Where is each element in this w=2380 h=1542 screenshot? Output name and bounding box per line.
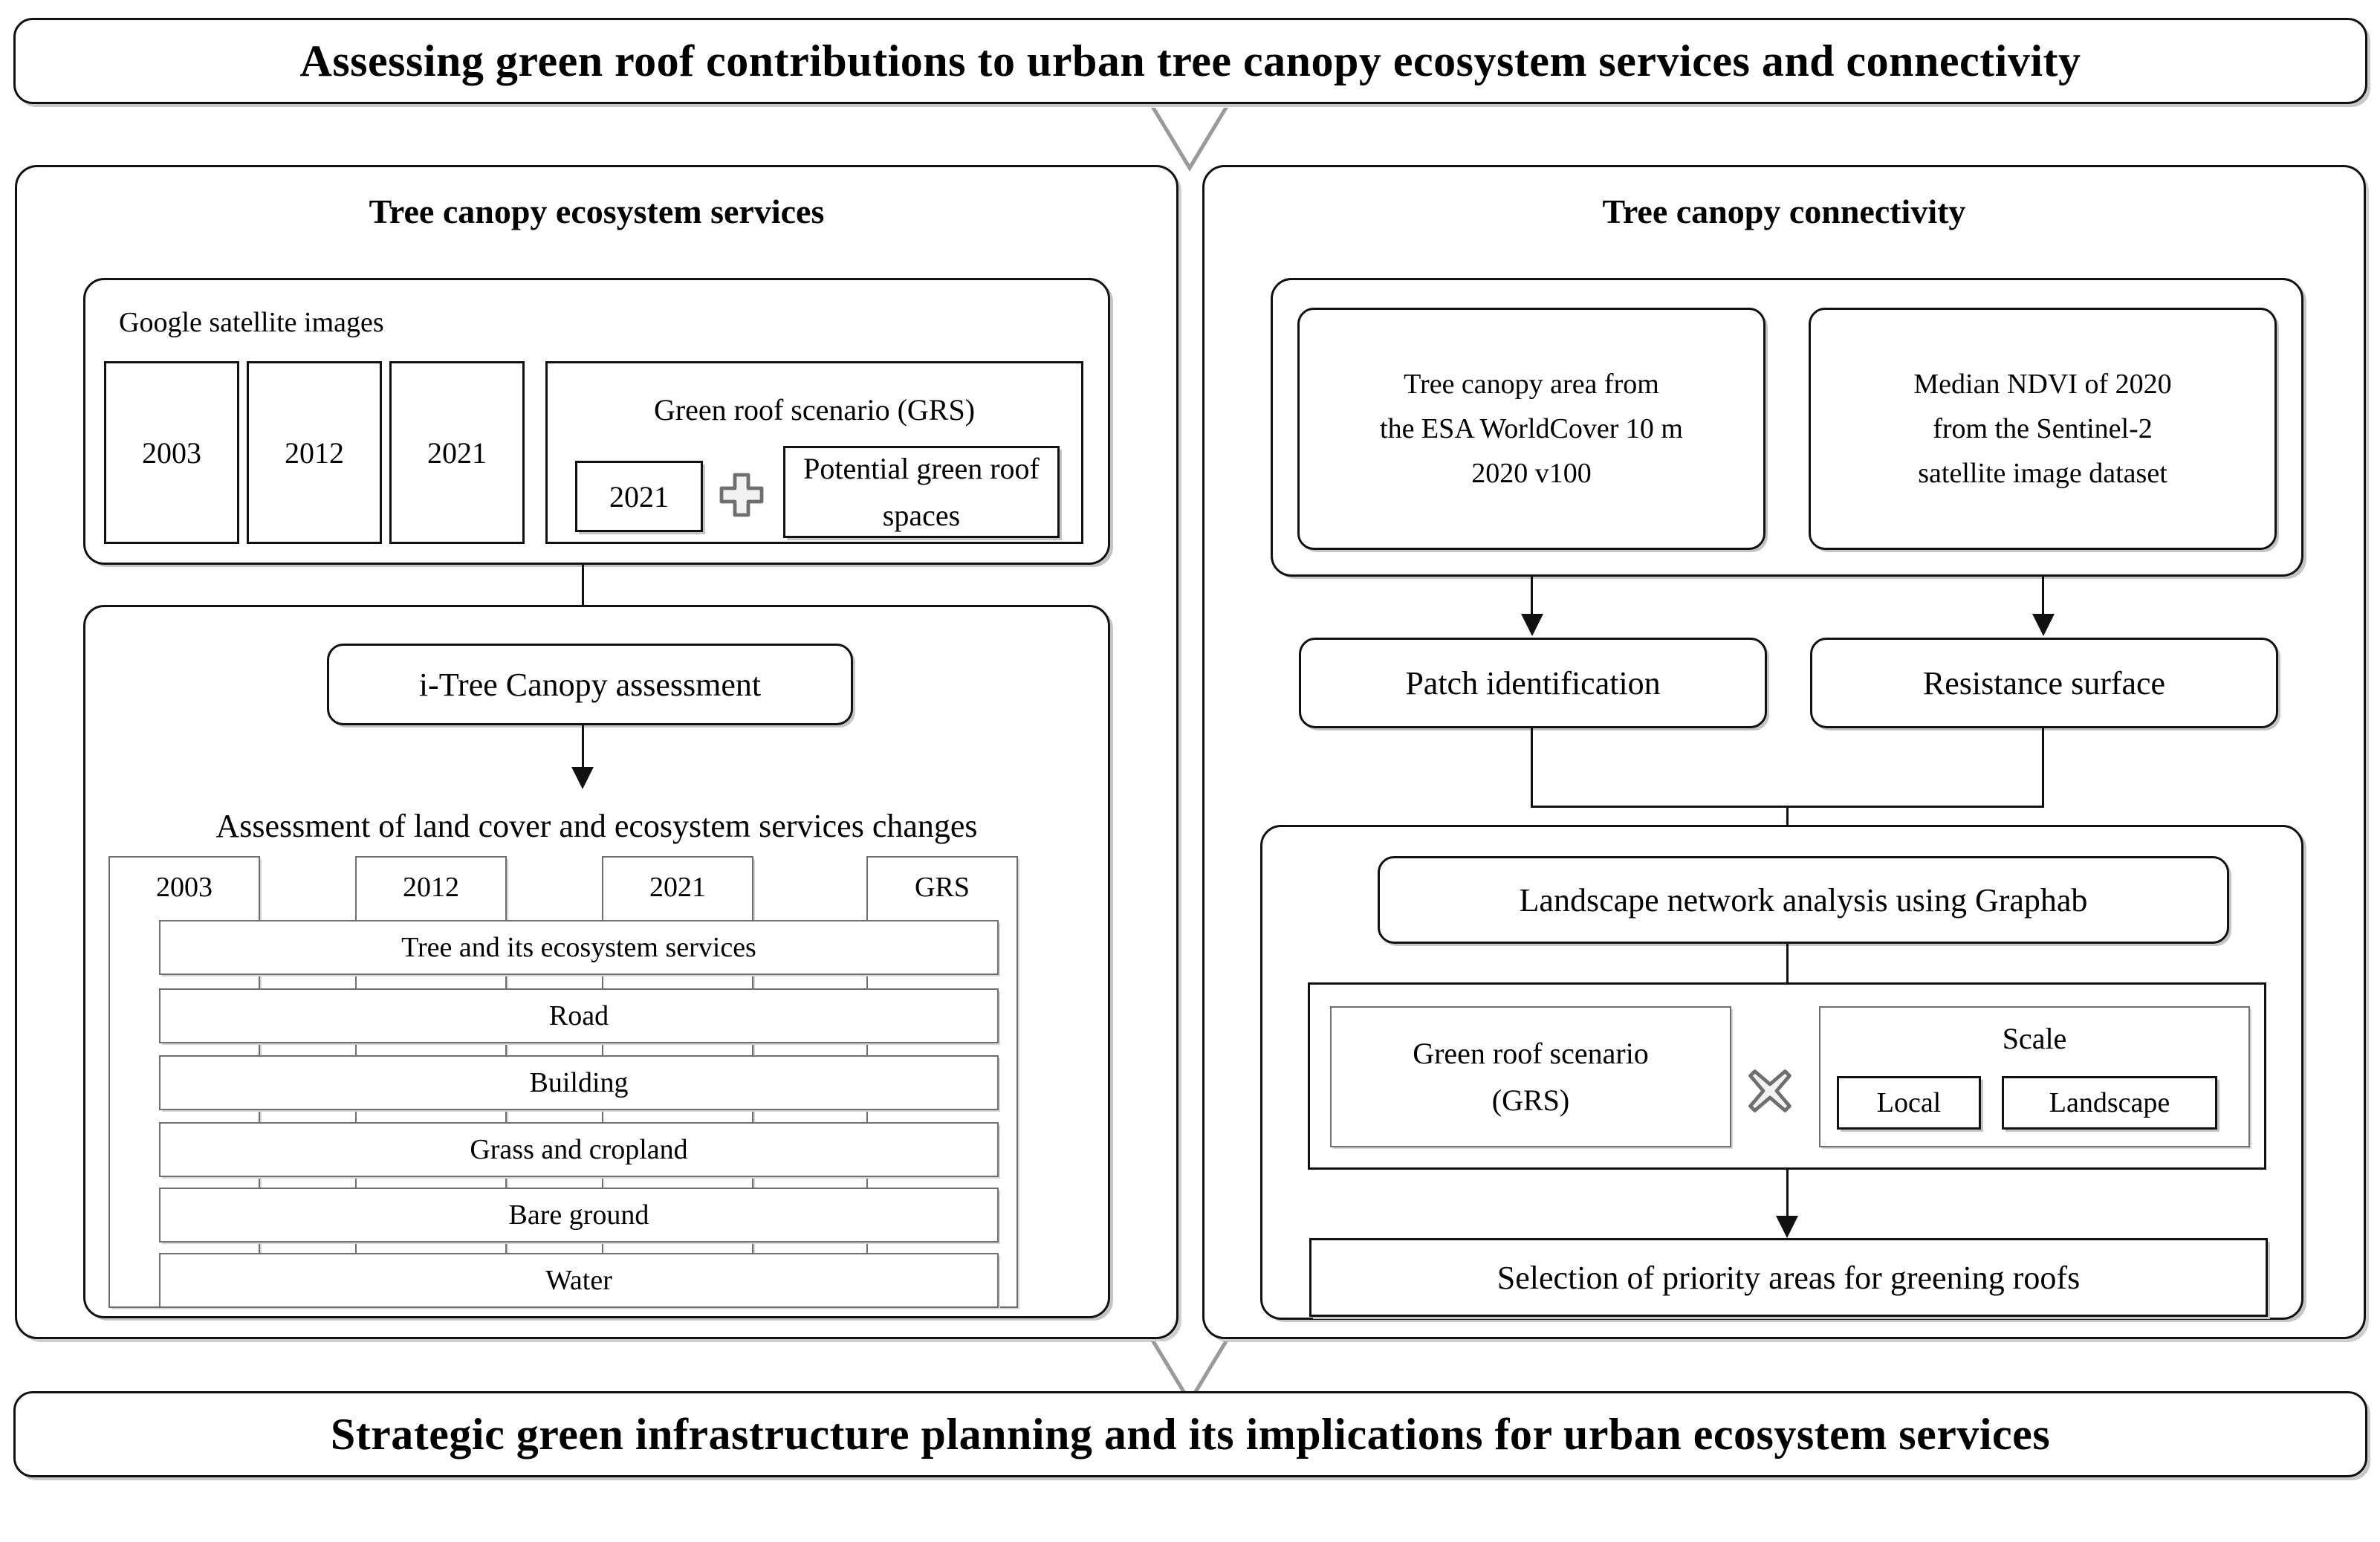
grs-scenario-box[interactable]: Green roof scenario (GRS) xyxy=(1330,1006,1731,1147)
scale-group-label: Scale xyxy=(2002,1022,2067,1055)
source-box-worldcover[interactable]: Tree canopy area from the ESA WorldCover… xyxy=(1297,308,1765,550)
table-row-road[interactable]: Road xyxy=(159,988,999,1043)
table-row-building[interactable]: Building xyxy=(159,1055,999,1110)
scale-option-landscape[interactable]: Landscape xyxy=(2002,1076,2217,1130)
connector-graphab-to-scenario xyxy=(1786,944,1789,985)
top-banner-title: Assessing green roof contributions to ur… xyxy=(299,36,2081,85)
connector-worldcover-to-patch xyxy=(1531,577,1533,615)
bottom-banner-title: Strategic green infrastructure planning … xyxy=(330,1409,2051,1459)
year-box-2012[interactable]: 2012 xyxy=(247,361,382,544)
output-box-priority-areas[interactable]: Selection of priority areas for greening… xyxy=(1309,1238,2268,1317)
connector-patch-down xyxy=(1531,728,1533,806)
arrow-worldcover-to-patch xyxy=(1521,614,1543,636)
connector-data-to-itree xyxy=(582,565,584,630)
potential-green-roof-label: Potential green roof spaces xyxy=(803,451,1040,532)
graphab-tool-box[interactable]: Landscape network analysis using Graphab xyxy=(1378,856,2229,944)
year-box-2003[interactable]: 2003 xyxy=(104,361,239,544)
table-row-water[interactable]: Water xyxy=(159,1253,999,1308)
top-banner: Assessing green roof contributions to ur… xyxy=(13,18,2367,104)
assessment-label: Assessment of land cover and ecosystem s… xyxy=(215,808,978,844)
plus-icon xyxy=(715,468,768,522)
step-box-patch-identification[interactable]: Patch identification xyxy=(1299,638,1767,728)
grs-scenario-label: Green roof scenario (GRS) xyxy=(1413,1036,1649,1117)
output-priority-areas-label: Selection of priority areas for greening… xyxy=(1497,1259,2081,1296)
source-worldcover-label: Tree canopy area from the ESA WorldCover… xyxy=(1380,368,1683,490)
connector-itree-to-assessment xyxy=(582,725,584,768)
x-icon xyxy=(1743,1064,1797,1118)
scale-option-local[interactable]: Local xyxy=(1837,1076,1981,1130)
connector-ndvi-to-resistance xyxy=(2042,577,2044,615)
table-row-grass-cropland[interactable]: Grass and cropland xyxy=(159,1122,999,1177)
graphab-tool-label: Landscape network analysis using Graphab xyxy=(1519,881,2088,919)
bottom-banner: Strategic green infrastructure planning … xyxy=(13,1391,2367,1477)
step-box-resistance-surface[interactable]: Resistance surface xyxy=(1810,638,2278,728)
year-box-2021[interactable]: 2021 xyxy=(389,361,525,544)
satellite-data-label: Google satellite images xyxy=(119,307,384,338)
table-row-tree[interactable]: Tree and its ecosystem services xyxy=(159,920,999,975)
itree-tool-label: i-Tree Canopy assessment xyxy=(418,666,762,703)
source-ndvi-label: Median NDVI of 2020 from the Sentinel-2 … xyxy=(1913,368,2172,490)
connector-scenario-to-output xyxy=(1786,1170,1789,1217)
arrow-scenario-to-output xyxy=(1776,1216,1798,1238)
arrow-itree-to-assessment xyxy=(571,767,594,789)
grs-construction-title: Green roof scenario (GRS) xyxy=(653,393,976,427)
resistance-surface-label: Resistance surface xyxy=(1922,664,2166,702)
left-panel-title: Tree canopy ecosystem services xyxy=(369,192,825,230)
grs-base-year-box[interactable]: 2021 xyxy=(575,461,703,532)
right-panel-title: Tree canopy connectivity xyxy=(1602,192,1966,230)
table-row-bare-ground[interactable]: Bare ground xyxy=(159,1188,999,1243)
source-box-ndvi[interactable]: Median NDVI of 2020 from the Sentinel-2 … xyxy=(1809,308,2277,550)
connector-resistance-down xyxy=(2042,728,2044,806)
arrow-ndvi-to-resistance xyxy=(2032,614,2055,636)
patch-identification-label: Patch identification xyxy=(1405,664,1661,702)
potential-green-roof-box[interactable]: Potential green roof spaces xyxy=(783,446,1060,538)
itree-tool-box[interactable]: i-Tree Canopy assessment xyxy=(327,644,853,725)
top-connector-triangle xyxy=(1151,108,1228,173)
